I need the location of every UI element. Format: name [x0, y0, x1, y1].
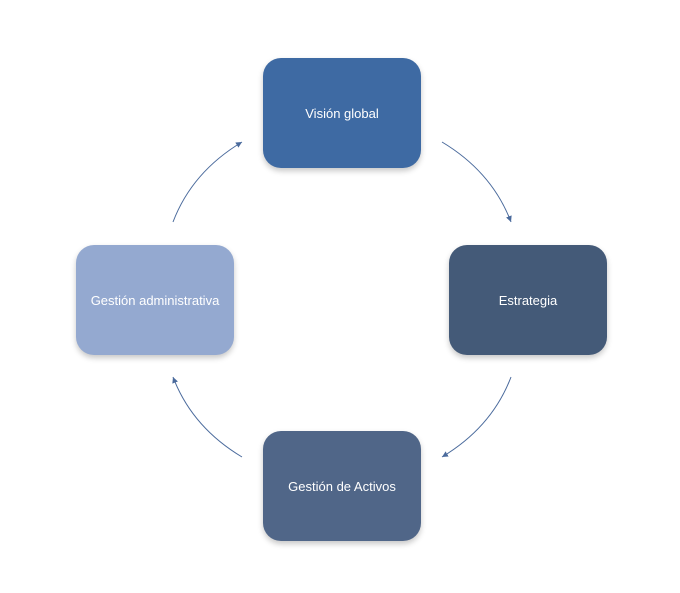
- node-gestion-activos: Gestión de Activos: [263, 431, 421, 541]
- arrow-right-to-bottom: [441, 376, 512, 458]
- node-gestion-administrativa: Gestión administrativa: [76, 245, 234, 355]
- node-label: Estrategia: [498, 292, 558, 308]
- arrow-bottom-to-left: [172, 376, 243, 458]
- arrow-left-to-top: [172, 141, 243, 223]
- node-label: Gestión administrativa: [90, 292, 220, 308]
- node-estrategia: Estrategia: [449, 245, 607, 355]
- node-vision-global: Visión global: [263, 58, 421, 168]
- node-label: Visión global: [305, 105, 379, 121]
- arrow-top-to-right: [441, 141, 512, 223]
- node-label: Gestión de Activos: [288, 478, 396, 494]
